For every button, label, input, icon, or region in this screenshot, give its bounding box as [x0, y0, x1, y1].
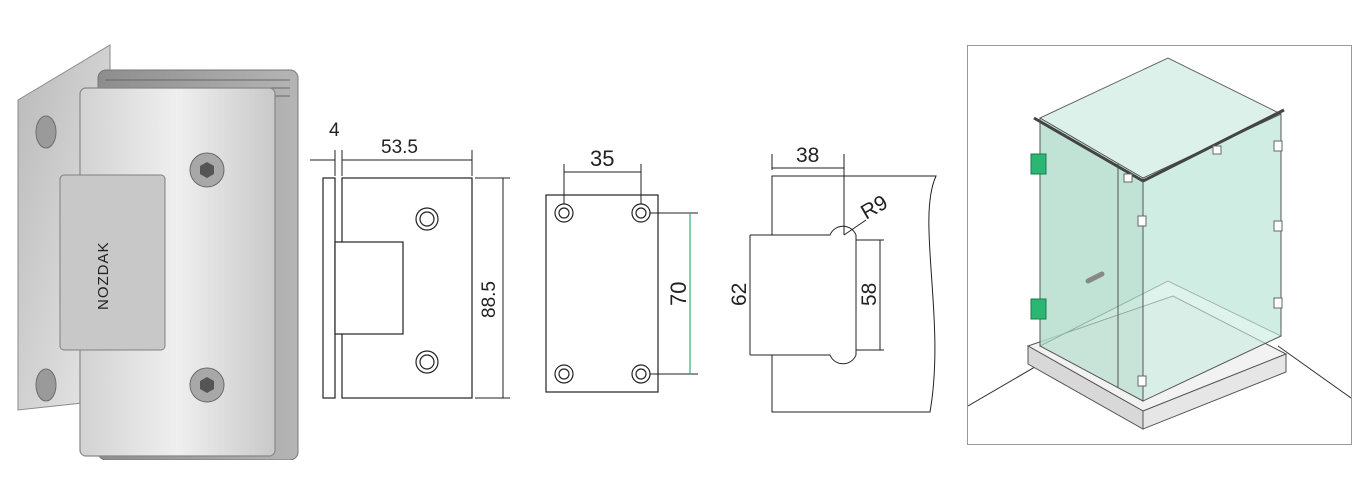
dim-hole-spacing-h: 35 [590, 146, 614, 171]
plate-hole-top-inner [419, 211, 435, 227]
dim-thickness: 4 [329, 120, 340, 141]
back-plate-drawing: 35 70 [540, 140, 710, 400]
top-rail [1033, 116, 1144, 183]
hinge-photo: NOZDAK [10, 40, 300, 461]
hinge-marker-bottom [1030, 298, 1047, 320]
knuckle-cutout [334, 241, 404, 335]
dim-cut-height-outer: 62 [728, 283, 751, 306]
mount-holes [554, 203, 651, 384]
glass-outline [771, 175, 937, 413]
back-plate [545, 194, 659, 393]
dim-width: 53.5 [381, 137, 418, 158]
hinge-marker-top [1030, 153, 1047, 175]
enclosure-illustration [967, 45, 1352, 445]
hinge-knuckle [59, 174, 166, 351]
dim-cut-height-inner: 58 [858, 283, 881, 306]
glass-cutout-drawing: 62 58 38 R9 [720, 140, 950, 420]
front-view-drawing: 4 53.5 88.5 [305, 110, 535, 410]
dim-hole-spacing-v: 70 [666, 282, 691, 306]
door-handle [1085, 271, 1105, 284]
wall-screw-hole-top [35, 115, 57, 149]
dim-offset: 38 [796, 144, 819, 167]
brand-mark: NOZDAK [95, 241, 112, 310]
side-plate [322, 177, 336, 399]
plate-hole-bottom-inner [419, 354, 435, 370]
wall-screw-hole-bottom [35, 368, 57, 402]
dim-radius: R9 [857, 191, 892, 224]
dim-height: 88.5 [479, 281, 500, 318]
